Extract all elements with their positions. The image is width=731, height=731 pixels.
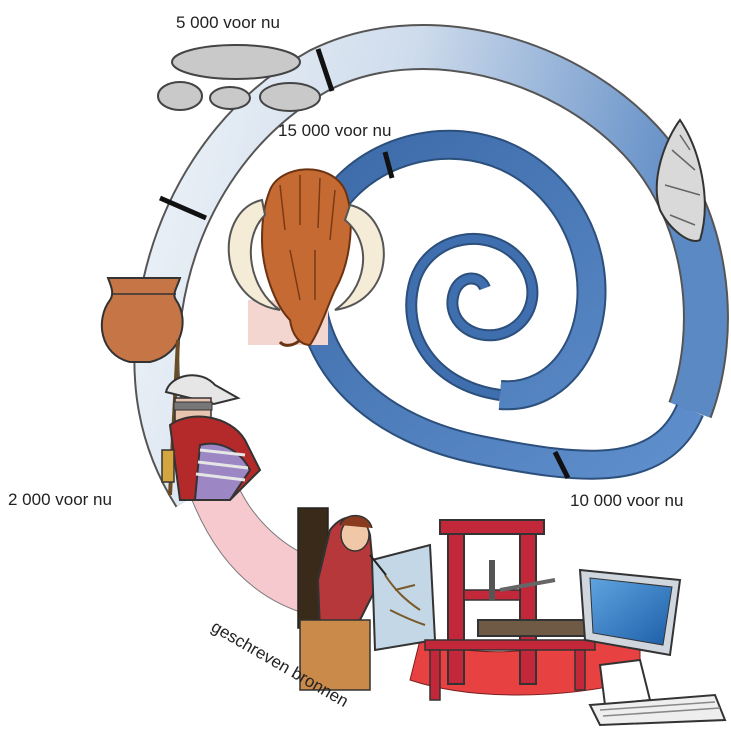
pottery-icon	[102, 278, 183, 362]
label-5000-years: 5 000 voor nu	[176, 13, 280, 32]
roman-soldier-icon	[162, 340, 260, 500]
mammoth-icon	[229, 169, 384, 345]
spiral-middle-turn	[310, 145, 690, 465]
label-10000-years: 10 000 voor nu	[570, 491, 683, 510]
label-15000-years: 15 000 voor nu	[278, 121, 391, 140]
label-2000-years: 2 000 voor nu	[8, 490, 112, 509]
